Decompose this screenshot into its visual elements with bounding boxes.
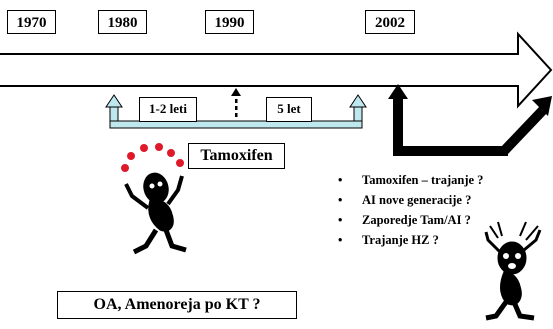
question-item: •Trajanje HZ ? (338, 233, 439, 247)
juggling-balls (121, 143, 184, 172)
timeline-arrow (0, 31, 553, 109)
stressed-figure-icon (484, 221, 542, 321)
year-label-1980: 1980 (98, 10, 147, 34)
year-label-1990: 1990 (205, 10, 254, 34)
year-label-1970: 1970 (7, 10, 56, 34)
question-item: •Tamoxifen – trajanje ? (338, 173, 484, 187)
question-list: •Tamoxifen – trajanje ? •AI nove generac… (338, 170, 483, 250)
interval-long-label: 5 let (266, 97, 312, 122)
interval-short-label: 1-2 leti (139, 97, 197, 122)
dotted-up-arrow (231, 88, 241, 117)
year-label-2002: 2002 (365, 10, 415, 34)
tamoxifen-bracket (105, 94, 367, 129)
juggling-figure-icon (124, 172, 187, 255)
bottom-question-box: OA, Amenoreja po KT ? (57, 291, 297, 319)
question-item: •AI nove generacije ? (338, 193, 472, 207)
future-arrow (388, 84, 552, 156)
drug-label: Tamoxifen (188, 143, 285, 169)
question-item: •Zaporedje Tam/AI ? (338, 213, 471, 227)
